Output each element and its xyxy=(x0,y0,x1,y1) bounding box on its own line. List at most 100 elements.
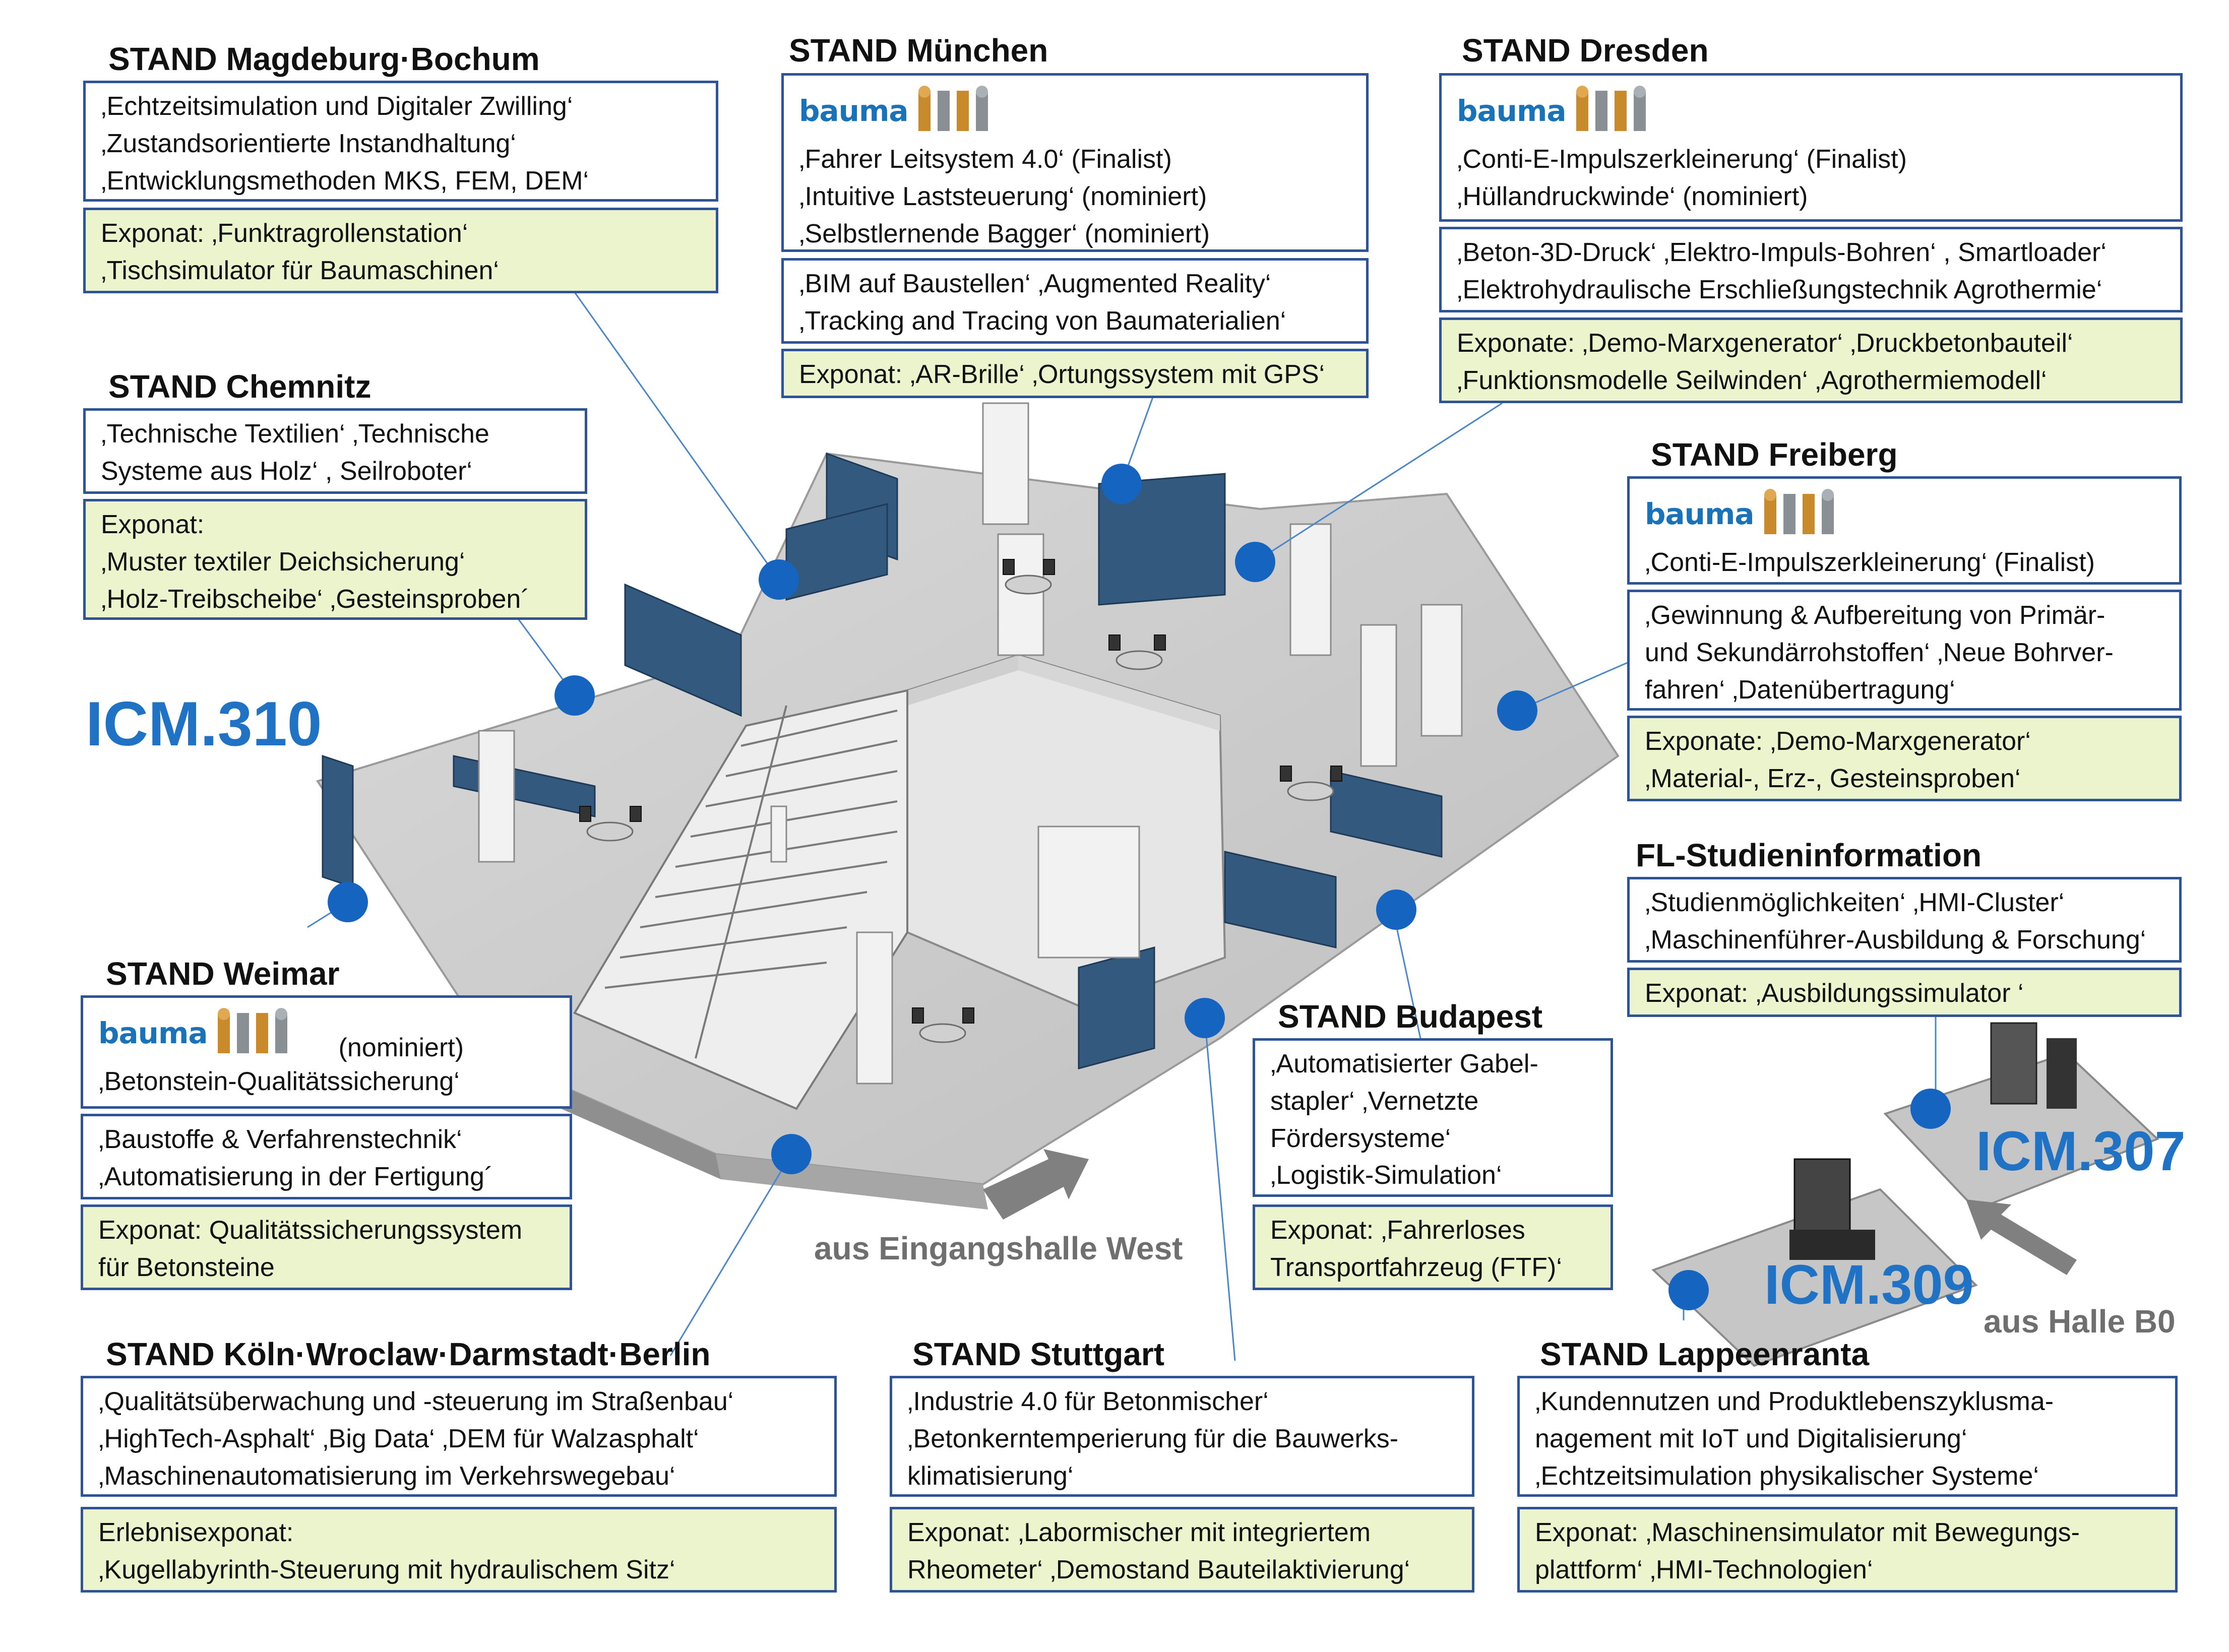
topic-line: ‚Betonkerntemperierung für die Bauwerks- xyxy=(907,1424,1399,1453)
stand-title-freiberg: STAND Freiberg xyxy=(1651,436,1898,473)
topic-line: ‚Studienmöglichkeiten‘ ‚HMI-Cluster‘ xyxy=(1645,888,2065,917)
hall-label-icm309: ICM.309 xyxy=(1764,1254,1974,1316)
topic-line: ‚Elektrohydraulische Erschließungstechni… xyxy=(1457,275,2102,304)
exhibit-line: Exponat: ‚Ausbildungssimulator ‘ xyxy=(1645,979,2024,1008)
exhibit-line: ‚Kugellabyrinth-Steuerung mit hydraulisc… xyxy=(98,1555,675,1584)
topic-line: ‚Gewinnung & Aufbereitung von Primär- xyxy=(1645,601,2106,630)
topic-line: ‚Beton-3D-Druck‘ ‚Elektro-Impuls-Bohren‘… xyxy=(1457,238,2107,267)
topic-line: fahren‘ ‚Datenübertragung‘ xyxy=(1645,675,1955,705)
stand-markers xyxy=(328,464,1951,1310)
exhibit-box-freiberg: Exponate: ‚Demo-Marxgenerator‘ ‚Material… xyxy=(1627,716,2182,801)
exhibit-line: Exponat: ‚Fahrerloses xyxy=(1270,1216,1525,1245)
stand-title-dresden: STAND Dresden xyxy=(1462,32,1709,69)
exhibit-box-koeln: Erlebnisexponat: ‚Kugellabyrinth-Steueru… xyxy=(81,1507,837,1593)
stand-title-lappeenranta: STAND Lappeenranta xyxy=(1540,1336,1870,1372)
stand-title-weimar: STAND Weimar xyxy=(106,956,340,992)
topic-line: ‚Automatisierter Gabel- xyxy=(1270,1049,1538,1078)
topic-line: ‚Entwicklungsmethoden MKS, FEM, DEM‘ xyxy=(101,166,589,196)
marker-stuttgart xyxy=(1185,998,1225,1038)
topic-line: ‚Echtzeitsimulation physikalischer Syste… xyxy=(1535,1461,2039,1491)
topics-box-koeln: ‚Qualitätsüberwachung und -steuerung im … xyxy=(81,1376,837,1497)
exhibit-line: Exponat: Qualitätssicherungssystem xyxy=(98,1216,523,1245)
stand-title-fl: FL-Studieninformation xyxy=(1636,837,1982,873)
exhibit-box-muenchen: Exponat: ‚AR-Brille‘ ‚Ortungssystem mit … xyxy=(781,349,1369,398)
stand-title-chemnitz: STAND Chemnitz xyxy=(108,368,372,405)
bauma-award-icon xyxy=(217,1008,287,1053)
topic-line: stapler‘ ‚Vernetzte xyxy=(1270,1086,1479,1116)
awards-box-dresden: bauma ‚Conti-E-Impulszerkleinerung‘ (Fin… xyxy=(1439,73,2183,222)
exhibit-line: plattform‘ ‚HMI-Technologien‘ xyxy=(1535,1555,1873,1584)
exhibit-line: Exponate: ‚Demo-Marxgenerator‘ xyxy=(1645,727,2031,756)
topic-line: ‚Zustandsorientierte Instandhaltung‘ xyxy=(101,129,516,158)
award-line: ‚Hüllandruckwinde‘ (nominiert) xyxy=(1457,181,1808,211)
topics-box-weimar: ‚Baustoffe & Verfahrenstechnik‘ ‚Automat… xyxy=(81,1114,572,1199)
exhibit-box-weimar: Exponat: Qualitätssicherungssystem für B… xyxy=(81,1204,572,1290)
topic-line: ‚Maschinenführer-Ausbildung & Forschung‘ xyxy=(1645,925,2146,955)
exhibit-line: ‚Tischsimulator für Baumaschinen‘ xyxy=(101,256,499,285)
exhibit-box-stuttgart: Exponat: ‚Labormischer mit integriertem … xyxy=(890,1507,1474,1593)
stand-title-muenchen: STAND München xyxy=(789,32,1048,69)
exhibit-box-chemnitz: Exponat: ‚Muster textiler Deichsicherung… xyxy=(83,499,587,620)
marker-koeln xyxy=(771,1134,812,1174)
stand-title-stuttgart: STAND Stuttgart xyxy=(912,1336,1165,1372)
bauma-logo: bauma xyxy=(799,81,1351,141)
marker-weimar xyxy=(328,882,368,922)
stand-title-magdeburg: STAND Magdeburg·Bochum xyxy=(108,41,540,77)
awards-box-muenchen: bauma ‚Fahrer Leitsystem 4.0‘ (Finalist)… xyxy=(781,73,1369,252)
stand-title-koeln: STAND Köln·Wroclaw·Darmstadt·Berlin xyxy=(106,1336,711,1372)
topic-line: nagement mit IoT und Digitalisierung‘ xyxy=(1535,1424,1967,1453)
marker-dresden xyxy=(1235,542,1275,582)
award-line: ‚Betonstein-Qualitätssicherung‘ xyxy=(98,1067,460,1096)
bauma-award-icon xyxy=(918,86,988,131)
exhibit-box-budapest: Exponat: ‚Fahrerloses Transportfahrzeug … xyxy=(1253,1204,1613,1290)
award-line: ‚Conti-E-Impulszerkleinerung‘ (Finalist) xyxy=(1457,145,1907,174)
marker-lappeenranta xyxy=(1668,1270,1709,1310)
exhibit-line: ‚Material-, Erz-, Gesteinsproben‘ xyxy=(1645,764,2021,793)
topics-box-budapest: ‚Automatisierter Gabel- stapler‘ ‚Vernet… xyxy=(1253,1038,1613,1197)
exhibit-line: Exponat: xyxy=(101,510,205,539)
exhibit-line: Exponate: ‚Demo-Marxgenerator‘ ‚Druckbet… xyxy=(1457,329,2073,358)
topic-line: ‚Industrie 4.0 für Betonmischer‘ xyxy=(907,1387,1269,1416)
topic-line: klimatisierung‘ xyxy=(907,1461,1074,1491)
award-line: ‚Fahrer Leitsystem 4.0‘ (Finalist) xyxy=(799,145,1172,174)
stand-furniture xyxy=(478,402,1463,1085)
award-line: ‚Conti-E-Impulszerkleinerung‘ (Finalist) xyxy=(1645,548,2095,577)
exhibit-line: Exponat: ‚Funktragrollenstation‘ xyxy=(101,219,468,248)
topics-box-muenchen: ‚BIM auf Baustellen‘ ‚Augmented Reality‘… xyxy=(781,258,1369,344)
bauma-award-icon xyxy=(1764,489,1834,534)
award-note: (nominiert) xyxy=(338,1033,464,1063)
hall-label-icm307: ICM.307 xyxy=(1976,1120,2186,1182)
marker-freiberg xyxy=(1497,690,1537,731)
topic-line: und Sekundärrohstoffen‘ ‚Neue Bohrver- xyxy=(1645,638,2114,667)
bauma-logo: bauma xyxy=(1645,484,2164,544)
topic-line: ‚Technische Textilien‘ ‚Technische xyxy=(101,419,489,449)
exhibit-line: ‚Funktionsmodelle Seilwinden‘ ‚Agrotherm… xyxy=(1457,365,2047,395)
exhibit-line: ‚Holz-Treibscheibe‘ ‚Gesteinsproben´ xyxy=(101,584,530,614)
exhibit-box-fl: Exponat: ‚Ausbildungssimulator ‘ xyxy=(1627,968,2182,1017)
exhibit-box-dresden: Exponate: ‚Demo-Marxgenerator‘ ‚Druckbet… xyxy=(1439,317,2183,403)
topic-line: ‚Qualitätsüberwachung und -steuerung im … xyxy=(98,1387,734,1416)
topic-line: ‚Tracking and Tracing von Baumaterialien… xyxy=(799,306,1286,336)
bauma-logo: bauma (nominiert) xyxy=(98,1003,554,1063)
topic-line: ‚Maschinenautomatisierung im Verkehrsweg… xyxy=(98,1461,675,1491)
staircase xyxy=(573,689,908,1110)
topic-line: ‚Logistik-Simulation‘ xyxy=(1270,1161,1502,1190)
bauma-award-icon xyxy=(1576,86,1646,131)
arrow-b0 xyxy=(1966,1199,2077,1275)
topic-line: ‚Baustoffe & Verfahrenstechnik‘ xyxy=(98,1125,462,1154)
entrance-label-west: aus Eingangshalle West xyxy=(814,1230,1183,1266)
award-line: ‚Intuitive Laststeuerung‘ (nominiert) xyxy=(799,181,1207,211)
exhibit-line: Transportfahrzeug (FTF)‘ xyxy=(1270,1252,1562,1282)
entrance-label-b0: aus Halle B0 xyxy=(1984,1303,2176,1340)
topics-box-magdeburg: ‚Echtzeitsimulation und Digitaler Zwilli… xyxy=(83,81,718,202)
exhibit-line: Exponat: ‚Maschinensimulator mit Bewegun… xyxy=(1535,1518,2080,1547)
arrow-west xyxy=(983,1149,1089,1220)
exhibit-line: Erlebnisexponat: xyxy=(98,1518,294,1547)
chairs xyxy=(579,559,1342,1024)
topic-line: ‚Echtzeitsimulation und Digitaler Zwilli… xyxy=(101,92,573,121)
topics-box-dresden: ‚Beton-3D-Druck‘ ‚Elektro-Impuls-Bohren‘… xyxy=(1439,227,2183,312)
topic-line: ‚Kundennutzen und Produktlebenszyklusma- xyxy=(1535,1387,2054,1416)
exhibit-box-lappeenranta: Exponat: ‚Maschinensimulator mit Bewegun… xyxy=(1517,1507,2178,1593)
topic-line: Fördersysteme‘ xyxy=(1270,1123,1451,1153)
exhibit-line: Rheometer‘ ‚Demostand Bauteilaktivierung… xyxy=(907,1555,1410,1584)
